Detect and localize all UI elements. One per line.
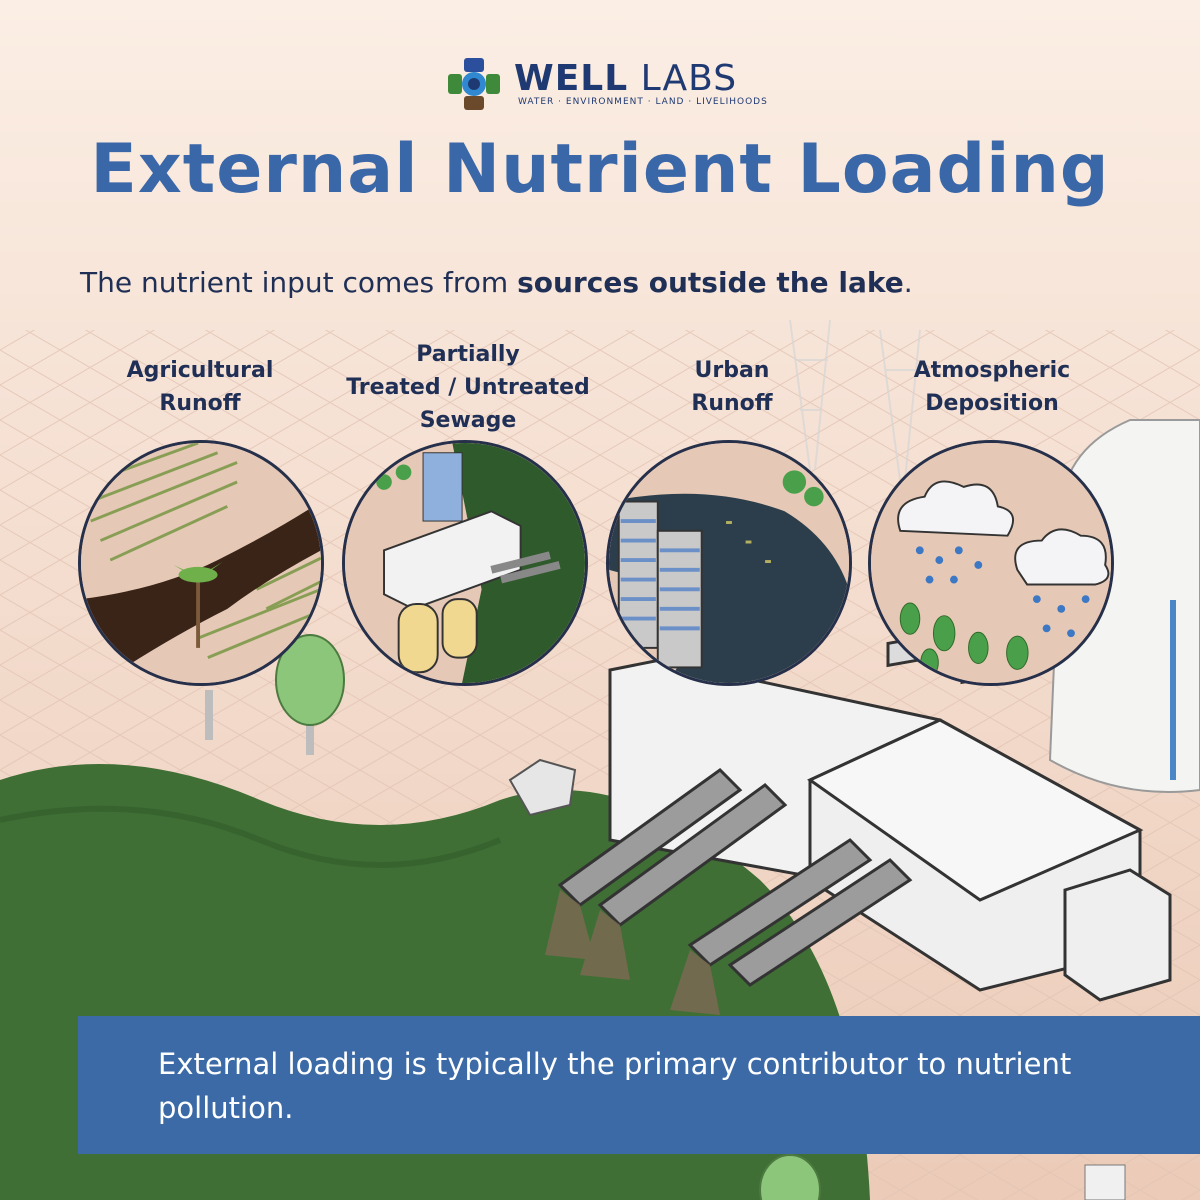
well-labs-logo: WELL LABS WATER · ENVIRONMENT · LAND · L… xyxy=(446,56,768,112)
subtitle-suffix: . xyxy=(903,266,913,299)
page-subtitle: The nutrient input comes from sources ou… xyxy=(80,266,913,299)
brand-name: WELL LABS xyxy=(514,58,737,99)
subtitle-bold: sources outside the lake xyxy=(517,266,904,299)
agricultural-runoff-circle xyxy=(78,440,324,686)
source-label-agricultural-runoff: Agricultural Runoff xyxy=(126,358,274,416)
source-label-urban-runoff: Urban Runoff xyxy=(691,358,773,416)
farm-field-icon xyxy=(81,443,321,683)
sewage-circle xyxy=(342,440,588,686)
page-title: External Nutrient Loading xyxy=(90,130,1110,209)
source-label-sewage: Partially Treated / Untreated Sewage xyxy=(346,342,590,433)
footer-callout: External loading is typically the primar… xyxy=(78,1016,1200,1154)
brand-name-light: LABS xyxy=(640,58,738,99)
subtitle-prefix: The nutrient input comes from xyxy=(80,266,518,299)
brand-tagline: WATER · ENVIRONMENT · LAND · LIVELIHOODS xyxy=(518,97,768,107)
footer-text: External loading is typically the primar… xyxy=(158,1047,1072,1125)
urban-runoff-circle xyxy=(606,440,852,686)
atmospheric-deposition-circle xyxy=(868,440,1114,686)
rain-cloud-icon xyxy=(871,443,1111,683)
source-label-atmospheric-deposition: Atmospheric Deposition xyxy=(913,358,1071,416)
brand-name-bold: WELL xyxy=(514,58,629,99)
city-buildings-icon xyxy=(609,443,849,683)
well-labs-logo-icon xyxy=(448,58,500,110)
treatment-plant-icon xyxy=(345,443,585,683)
